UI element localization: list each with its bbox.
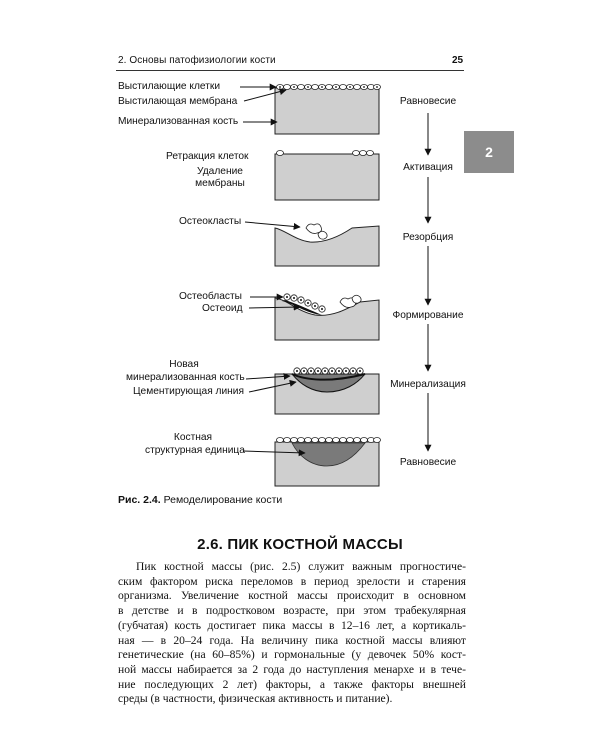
paragraph-line: в детстве и в подростковом возрасте, при… [118, 604, 466, 619]
caption-text: Ремоделирование кости [164, 494, 283, 506]
section-title: 2.6. ПИК КОСТНОЙ МАССЫ [0, 536, 600, 553]
stage-label-equilibrium-final: Равновесие [388, 457, 468, 469]
stage-label-formation: Формирование [388, 310, 468, 322]
stage4-bone-block [275, 294, 379, 340]
label-lining-membrane: Выстилающая мембрана [118, 96, 237, 108]
caption-number: Рис. 2.4. [118, 494, 161, 506]
label-osteoclasts: Остеокласты [179, 216, 241, 228]
paragraph-line: организма. Увеличение костной массы прои… [118, 589, 466, 604]
paragraph-line: ние последующих 2 лет) факторы, а также … [118, 678, 466, 693]
label-cement-line: Цементирующая линия [133, 386, 244, 398]
paragraph-line: среды (в частности, физическая активност… [118, 692, 466, 707]
label-osteoblasts: Остеобласты [179, 291, 242, 303]
label-new-mineralized-2: минерализованная кость [126, 372, 245, 384]
label-mineralized-bone: Минерализованная кость [118, 116, 238, 128]
paragraph-line: Пик костной массы (рис. 2.5) служит важн… [118, 560, 466, 575]
figure-caption: Рис. 2.4. Ремоделирование кости [118, 494, 282, 506]
label-membrane-removal-1: Удаление [180, 166, 260, 178]
label-cell-retraction: Ретракция клеток [166, 151, 249, 163]
label-lining-cells: Выстилающие клетки [118, 81, 220, 93]
stage2-bone-block [275, 151, 379, 201]
paragraph-line: (губчатая) кость достигает пика массы в … [118, 619, 466, 634]
stage5-bone-block [275, 368, 379, 414]
stage1-bone-block [275, 85, 381, 135]
label-structural-unit-2: структурная единица [145, 445, 245, 457]
paragraph-line: ной массы набирается за 2 года до наступ… [118, 663, 466, 678]
body-paragraph: Пик костной массы (рис. 2.5) служит важн… [118, 560, 466, 707]
label-new-mineralized-1: Новая [120, 359, 248, 371]
stage-label-activation: Активация [388, 162, 468, 174]
stage6-bone-block [275, 438, 381, 487]
label-structural-unit-1: Костная [145, 432, 241, 444]
stage3-bone-block [275, 224, 379, 266]
stage-label-resorption: Резорбция [388, 232, 468, 244]
paragraph-line: генетические (на 60–85%) и гормональные … [118, 648, 466, 663]
paragraph-line: ная — в 20–24 года. На величину пика кос… [118, 634, 466, 649]
stage-label-mineralization: Минерализация [388, 379, 468, 391]
label-osteoid: Остеоид [202, 303, 243, 315]
paragraph-line: ским фактором риска переломов в период з… [118, 575, 466, 590]
stage-label-equilibrium: Равновесие [388, 96, 468, 108]
label-membrane-removal-2: мембраны [180, 178, 260, 190]
